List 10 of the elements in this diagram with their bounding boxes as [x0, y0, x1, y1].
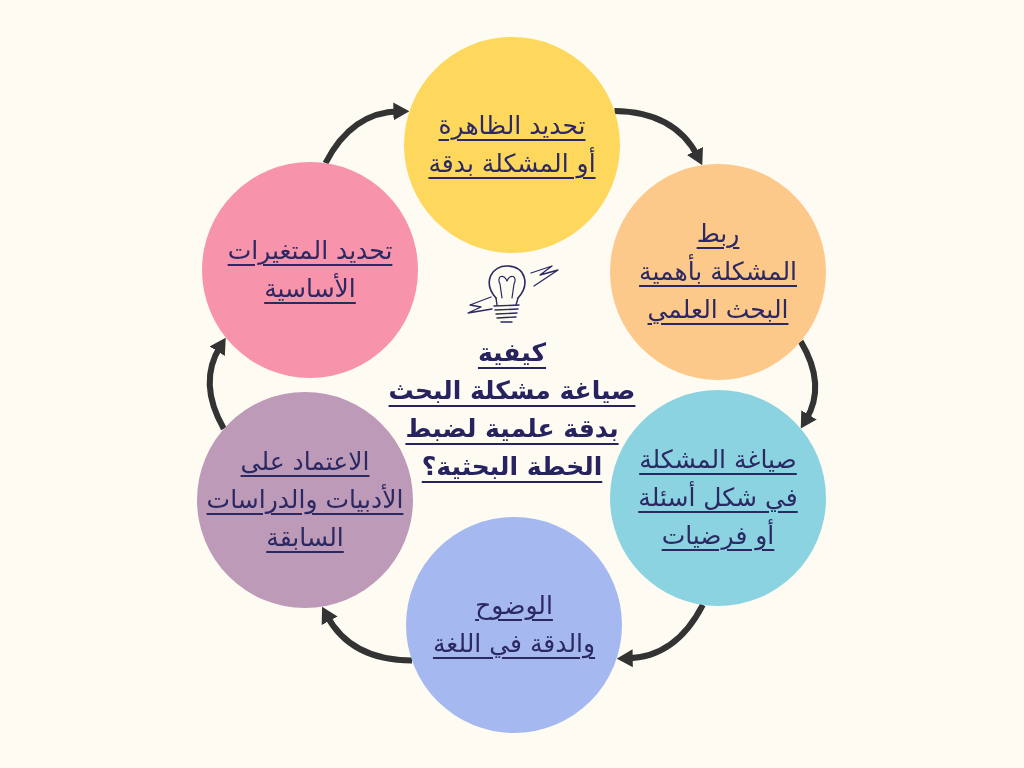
- curved-arrow: [616, 603, 706, 667]
- step-circle: تحديد الظاهرة أو المشكلة بدقة: [404, 37, 620, 253]
- curved-arrow: [206, 337, 227, 431]
- curved-arrow: [322, 102, 410, 165]
- curved-arrow: [614, 108, 703, 165]
- curved-arrow: [321, 606, 413, 664]
- curved-arrow: [798, 339, 819, 429]
- step-circle: ربط المشكلة بأهمية البحث العلمي: [610, 164, 826, 380]
- step-circle: الوضوح والدقة في اللغة: [406, 517, 622, 733]
- step-circle: تحديد المتغيرات الأساسية: [202, 162, 418, 378]
